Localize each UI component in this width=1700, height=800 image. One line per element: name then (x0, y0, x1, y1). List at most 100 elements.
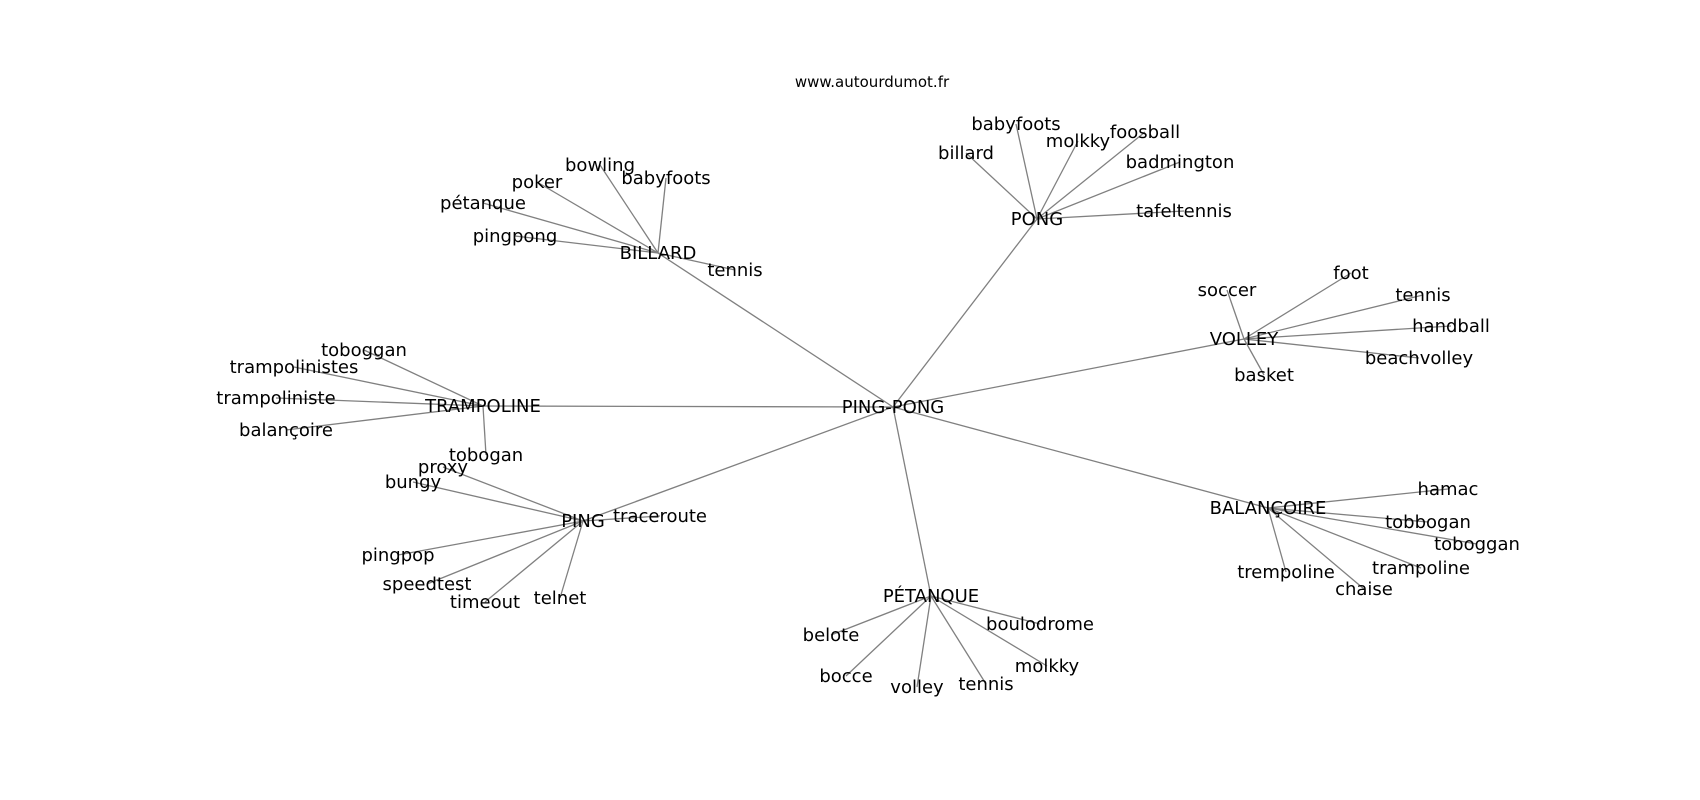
edge-ping-pingpop (397, 520, 584, 556)
graph-labels: www.autourdumot.fr PING-PONG BILLARD bowli… (216, 73, 1520, 698)
edge-root-pong (892, 218, 1038, 408)
node-hub-pong[interactable]: PONG (1011, 209, 1063, 230)
node-word-balancoire-hamac[interactable]: hamac (1418, 479, 1479, 500)
edge-volley-handball (1243, 325, 1452, 340)
edge-ping-traceroute (582, 515, 661, 522)
node-word-ping-pingpop[interactable]: pingpop (361, 545, 434, 566)
node-hub-balancoire[interactable]: BALANÇOIRE (1210, 498, 1327, 519)
edge-trampoline-balancoire (285, 405, 484, 431)
node-word-petanque-bocce[interactable]: bocce (819, 666, 872, 687)
node-root-ping-pong[interactable]: PING-PONG (842, 397, 945, 418)
node-word-pong-babyfoots[interactable]: babyfoots (971, 114, 1060, 135)
edge-billard-babyfoots (657, 177, 667, 254)
node-word-ping-traceroute[interactable]: traceroute (613, 506, 707, 527)
node-word-balancoire-trampoline[interactable]: trampoline (1372, 558, 1470, 579)
edge-balancoire-toboggan (1267, 507, 1478, 545)
edge-pong-tafeltennis (1036, 210, 1185, 220)
node-word-volley-tennis[interactable]: tennis (1395, 285, 1450, 306)
edge-volley-beachvolley (1243, 338, 1420, 359)
node-hub-trampoline[interactable]: TRAMPOLINE (424, 396, 541, 417)
edge-volley-tennis (1243, 294, 1424, 340)
edge-balancoire-chaise (1267, 507, 1365, 590)
node-word-trampoline-balancoire[interactable]: balançoire (239, 420, 333, 441)
edge-pong-foosball (1036, 131, 1146, 220)
node-word-trampoline-tobogan[interactable]: tobogan (449, 445, 523, 466)
graph-edges (275, 123, 1478, 688)
node-word-pong-billard[interactable]: billard (938, 143, 994, 164)
node-word-billard-pingpong[interactable]: pingpong (473, 226, 558, 247)
edge-trampoline-trampolinistes (293, 366, 484, 407)
edge-petanque-tennis (930, 595, 987, 685)
edge-root-petanque (892, 406, 932, 597)
node-word-trampoline-trampolinistes[interactable]: trampolinistes (230, 357, 359, 378)
edge-pong-billard (965, 152, 1038, 220)
node-word-volley-beachvolley[interactable]: beachvolley (1365, 348, 1474, 369)
edge-balancoire-tobbogan (1267, 507, 1429, 523)
edge-volley-foot (1243, 272, 1352, 340)
node-word-petanque-tennis[interactable]: tennis (958, 674, 1013, 695)
edge-ping-bungy (412, 481, 584, 522)
node-word-billard-bowling[interactable]: bowling (565, 155, 635, 176)
edge-root-trampoline (482, 405, 894, 408)
node-word-balancoire-tobbogan[interactable]: tobbogan (1385, 512, 1471, 533)
node-word-ping-bungy[interactable]: bungy (385, 472, 442, 493)
node-hub-billard[interactable]: BILLARD (620, 243, 697, 264)
node-word-pong-molkky[interactable]: molkky (1046, 131, 1111, 152)
node-word-volley-basket[interactable]: basket (1234, 365, 1294, 386)
edge-petanque-bocce (845, 595, 932, 677)
edge-root-billard (657, 252, 894, 408)
node-word-balancoire-trempoline[interactable]: trempoline (1237, 562, 1335, 583)
edge-ping-telnet (559, 520, 584, 599)
node-word-petanque-boulodrome[interactable]: boulodrome (986, 614, 1094, 635)
edge-root-balancoire (892, 406, 1269, 509)
node-word-billard-poker[interactable]: poker (512, 172, 563, 193)
node-word-balancoire-chaise[interactable]: chaise (1335, 579, 1393, 600)
edge-billard-pingpong (514, 235, 659, 254)
edge-billard-bowling (599, 164, 659, 254)
edge-balancoire-trempoline (1267, 507, 1287, 573)
edge-pong-molkky (1036, 140, 1079, 220)
edge-billard-poker (536, 181, 659, 254)
node-word-petanque-volley[interactable]: volley (890, 677, 944, 698)
edge-petanque-belote (830, 595, 932, 636)
edge-petanque-boulodrome (930, 595, 1041, 625)
edge-balancoire-hamac (1267, 488, 1449, 509)
node-word-pong-foosball[interactable]: foosball (1110, 122, 1180, 143)
node-word-volley-foot[interactable]: foot (1333, 263, 1368, 284)
edge-petanque-molkky (930, 595, 1048, 667)
edge-trampoline-toboggan (363, 349, 484, 407)
node-word-trampoline-toboggan[interactable]: toboggan (321, 340, 407, 361)
node-word-pong-tafeltennis[interactable]: tafeltennis (1136, 201, 1232, 222)
edge-trampoline-trampoliniste (275, 397, 484, 407)
node-word-pong-badmington[interactable]: badmington (1126, 152, 1235, 173)
node-hub-ping[interactable]: PING (561, 511, 605, 532)
node-word-petanque-molkky[interactable]: molkky (1015, 656, 1080, 677)
node-word-balancoire-toboggan[interactable]: toboggan (1434, 534, 1520, 555)
site-watermark[interactable]: www.autourdumot.fr (795, 73, 950, 91)
node-word-volley-soccer[interactable]: soccer (1198, 280, 1257, 301)
node-word-ping-timeout[interactable]: timeout (450, 592, 520, 613)
node-hub-petanque[interactable]: PÉTANQUE (883, 585, 979, 607)
edge-volley-soccer (1226, 289, 1245, 340)
node-word-billard-tennis[interactable]: tennis (707, 260, 762, 281)
edge-pong-badmington (1036, 161, 1181, 220)
edge-trampoline-tobogan (482, 405, 487, 456)
node-word-ping-telnet[interactable]: telnet (534, 588, 587, 609)
node-word-ping-speedtest[interactable]: speedtest (383, 574, 472, 595)
node-hub-volley[interactable]: VOLLEY (1210, 329, 1280, 350)
node-word-volley-handball[interactable]: handball (1412, 316, 1490, 337)
node-word-billard-babyfoots[interactable]: babyfoots (621, 168, 710, 189)
node-word-billard-petanque[interactable]: pétanque (440, 193, 526, 214)
edge-balancoire-trampoline (1267, 507, 1422, 569)
edge-billard-tennis (657, 252, 736, 271)
edge-root-volley (892, 338, 1245, 408)
edge-ping-proxy (442, 466, 584, 522)
node-word-trampoline-trampoliniste[interactable]: trampoliniste (216, 388, 335, 409)
node-word-petanque-belote[interactable]: belote (803, 625, 860, 646)
edge-petanque-volley (916, 595, 932, 688)
node-word-ping-proxy[interactable]: proxy (418, 457, 469, 478)
edge-pong-babyfoots (1015, 123, 1038, 220)
edge-root-ping (582, 406, 894, 522)
edge-volley-basket (1243, 338, 1265, 376)
